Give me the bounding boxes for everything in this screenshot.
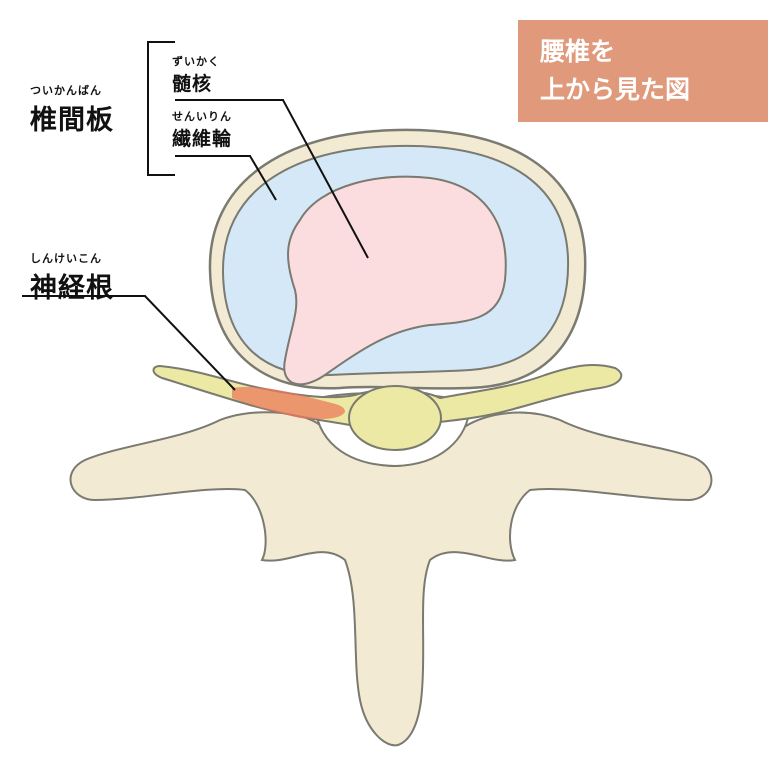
ruby: せんいりん bbox=[172, 110, 232, 123]
label-intervertebral-disc: ついかんばん 椎間板 bbox=[30, 82, 114, 137]
title-line-2: 上から見た図 bbox=[540, 75, 691, 104]
nucleus-pulposus bbox=[283, 175, 507, 386]
nucleus-leader bbox=[175, 99, 369, 259]
dural-sac bbox=[348, 385, 442, 451]
nerve-root-leader bbox=[22, 295, 236, 391]
label-nucleus-pulposus: ずいかく 髄核 bbox=[172, 53, 220, 96]
label-nerve-root: しんけいこん 神経根 bbox=[30, 250, 114, 305]
label-text: 椎間板 bbox=[30, 105, 114, 136]
ruby: ずいかく bbox=[172, 55, 220, 68]
ruby: しんけいこん bbox=[30, 252, 102, 265]
label-text: 繊維輪 bbox=[172, 128, 233, 150]
title-line-1: 腰椎を bbox=[540, 37, 616, 66]
ruby: ついかんばん bbox=[30, 84, 102, 97]
disc-bracket bbox=[147, 41, 175, 176]
title-box: 腰椎を 上から見た図 bbox=[518, 20, 768, 122]
label-text: 髄核 bbox=[172, 73, 213, 95]
leader-lines bbox=[22, 41, 369, 391]
label-annulus-fibrosus: せんいりん 繊維輪 bbox=[172, 108, 232, 151]
inflamed-nerve-root bbox=[232, 386, 345, 420]
label-text: 神経根 bbox=[30, 273, 114, 304]
annulus-leader bbox=[175, 155, 277, 201]
